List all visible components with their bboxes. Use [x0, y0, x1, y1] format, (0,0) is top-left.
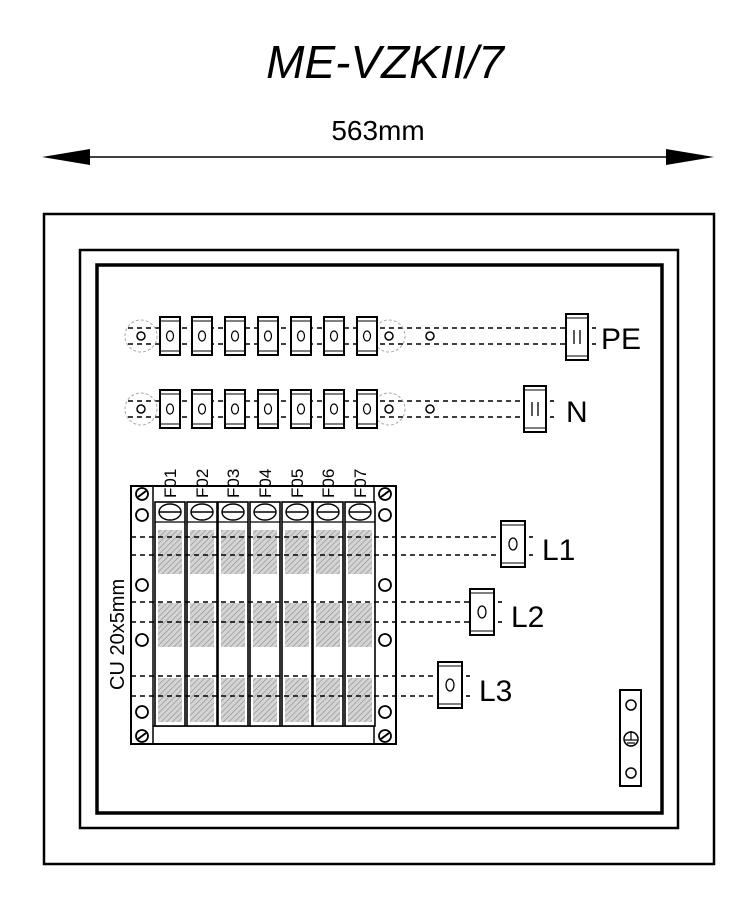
phase-busbar-lines [131, 536, 503, 697]
fuse-label: F04 [256, 469, 275, 498]
fuse-module: F01 [154, 469, 186, 727]
width-dimension: 563mm [42, 115, 714, 165]
busbar-spec-label: CU 20x5mm [107, 579, 129, 690]
screw-icon [378, 487, 392, 501]
n-clamp [159, 389, 181, 429]
screw-icon [135, 508, 149, 522]
pe-clamp [191, 316, 213, 356]
screw-icon [135, 487, 149, 501]
arrow-right-icon [666, 149, 714, 165]
pe-clamp [257, 316, 279, 356]
l2-label: L2 [511, 601, 544, 634]
n-clamp [356, 389, 378, 429]
n-clamp [257, 389, 279, 429]
mounting-plate [95, 263, 664, 815]
screw-icon [135, 705, 149, 719]
pe-clamp [356, 316, 378, 356]
pe-label: PE [601, 323, 641, 356]
screw-icon [135, 729, 149, 743]
screw-icon [378, 729, 392, 743]
fuse-label: F06 [319, 469, 338, 498]
enclosure-outer-frame [42, 212, 716, 866]
block-screws [135, 487, 392, 743]
n-main-terminal [523, 385, 554, 433]
phase-terminal-l3: L3 [437, 661, 512, 709]
fuse-module: F04 [249, 469, 281, 727]
screw-icon [378, 508, 392, 522]
pe-bar: PE [124, 313, 641, 361]
l1-label: L1 [542, 534, 575, 567]
fuse-label: F05 [288, 469, 307, 498]
screw-icon [135, 578, 149, 592]
screw-icon [135, 633, 149, 647]
pe-main-terminal [565, 313, 596, 361]
phase-terminal-l1: L1 [500, 520, 575, 568]
pe-clamp [323, 316, 345, 356]
drawing-title: ME-VZKII/7 [266, 36, 505, 88]
arrow-left-icon [42, 149, 90, 165]
pe-clamp [224, 316, 246, 356]
width-dimension-label: 563mm [331, 115, 424, 146]
n-clamps [159, 389, 378, 429]
fuse-label: F07 [351, 469, 370, 498]
screw-icon [378, 633, 392, 647]
fuse-label: F01 [161, 469, 180, 498]
screw-icon [378, 578, 392, 592]
enclosure-inner-frame [78, 248, 680, 830]
earth-bar [619, 689, 642, 787]
n-clamp [191, 389, 213, 429]
phase-terminal-l2: L2 [469, 588, 544, 636]
fuse-label: F02 [193, 469, 212, 498]
fuse-block: F01 F02 F03 F04 F05 F06 F07 CU 20x5mm [107, 469, 503, 745]
n-label: N [566, 396, 588, 429]
l3-label: L3 [479, 675, 512, 708]
n-clamp [323, 389, 345, 429]
fuse-module: F02 [186, 469, 218, 727]
n-clamp [290, 389, 312, 429]
fuse-module: F05 [281, 469, 313, 727]
n-clamp [224, 389, 246, 429]
screw-icon [378, 705, 392, 719]
fuse-module: F07 [344, 469, 376, 727]
pe-clamp [159, 316, 181, 356]
fuse-label: F03 [224, 469, 243, 498]
fuse-module: F06 [312, 469, 344, 727]
fuse-modules: F01 F02 F03 F04 F05 F06 F07 [154, 469, 376, 727]
pe-clamps [159, 316, 378, 356]
pe-clamp [290, 316, 312, 356]
n-bar: N [124, 385, 588, 433]
fuse-module: F03 [217, 469, 249, 727]
